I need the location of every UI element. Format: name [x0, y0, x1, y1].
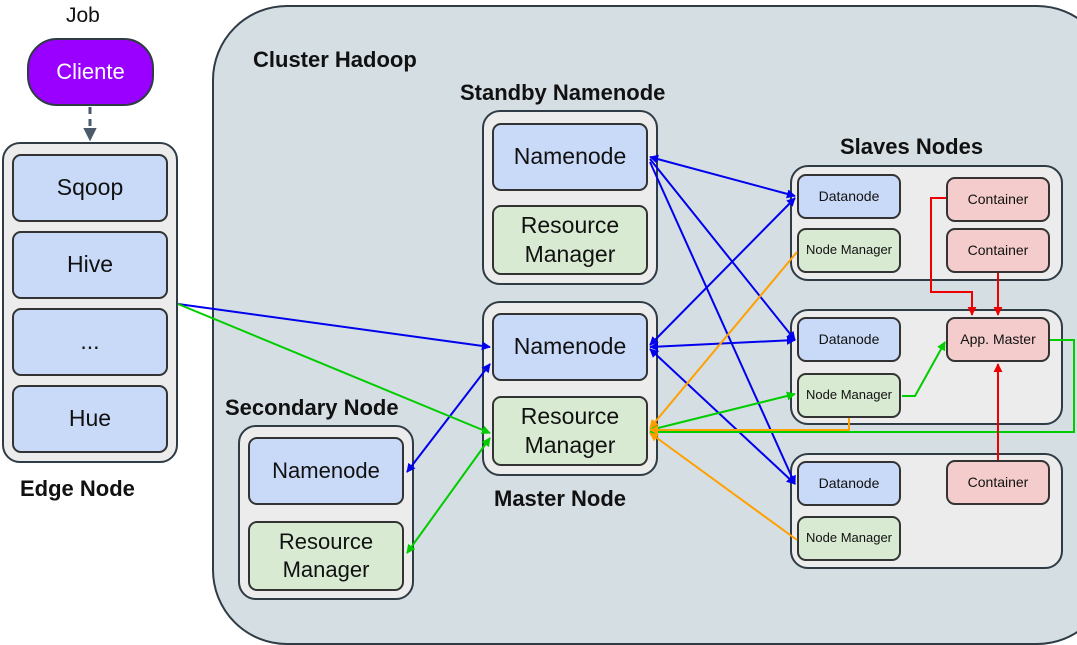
standby-to-datanode-2-link	[649, 158, 796, 341]
job-label: Job	[66, 4, 100, 27]
connection-arrows	[83, 107, 1075, 554]
standby-namenode[interactable]: Namenode	[492, 123, 648, 191]
master-resource-manager[interactable]: Resource Manager	[492, 396, 648, 466]
slave-2-app-master[interactable]: App. Master	[946, 317, 1050, 362]
node-manager-3-to-master-rm-link	[649, 432, 798, 541]
slave-2-datanode[interactable]: Datanode	[797, 317, 901, 362]
slave-1-container-2[interactable]: Container	[946, 228, 1050, 273]
slave-1-container-1[interactable]: Container	[946, 177, 1050, 222]
node-manager-2-to-app-master-link	[902, 341, 946, 397]
secondary-namenode[interactable]: Namenode	[248, 437, 404, 505]
slave-3-node-manager[interactable]: Node Manager	[797, 516, 901, 561]
cluster-title: Cluster Hadoop	[253, 47, 417, 72]
master-namenode[interactable]: Namenode	[492, 313, 648, 381]
slave-1-datanode[interactable]: Datanode	[797, 174, 901, 219]
standby-resource-manager[interactable]: Resource Manager	[492, 205, 648, 275]
slave-1-node-manager[interactable]: Node Manager	[797, 228, 901, 273]
node-manager-2-to-master-rm-orange-link	[649, 418, 850, 435]
node-manager-1-to-master-rm-link	[649, 251, 798, 429]
app-master-to-master-rm-link	[649, 339, 1075, 437]
edge-item-hue[interactable]: Hue	[12, 385, 168, 453]
standby-title: Standby Namenode	[460, 80, 666, 105]
standby-to-datanode-1-link	[649, 154, 796, 199]
container-1-to-app-master-link	[930, 197, 977, 316]
slaves-title: Slaves Nodes	[840, 134, 984, 159]
edge-to-master-namenode-link	[177, 303, 491, 351]
slave-3-container-1[interactable]: Container	[946, 460, 1050, 505]
edge-to-master-resource-manager-link	[177, 303, 491, 435]
slave-2-node-manager[interactable]: Node Manager	[797, 373, 901, 418]
edge-item-hive[interactable]: Hive	[12, 231, 168, 299]
master-to-secondary-rm-link	[406, 437, 491, 554]
slave-3-datanode[interactable]: Datanode	[797, 461, 901, 506]
master-title: Master Node	[494, 486, 627, 511]
master-to-datanode-3-link	[649, 348, 796, 485]
master-to-datanode-2-link	[649, 335, 796, 352]
edge-item-ellipsis[interactable]: ...	[12, 308, 168, 376]
master-to-datanode-1-link	[649, 197, 796, 346]
edge-node-title: Edge Node	[20, 476, 135, 501]
edge-item-sqoop[interactable]: Sqoop	[12, 154, 168, 222]
secondary-title: Secondary Node	[225, 395, 399, 420]
client-node[interactable]: Cliente	[27, 38, 154, 106]
node-manager-2-to-master-rm-link	[649, 391, 796, 433]
secondary-resource-manager[interactable]: Resource Manager	[248, 521, 404, 591]
